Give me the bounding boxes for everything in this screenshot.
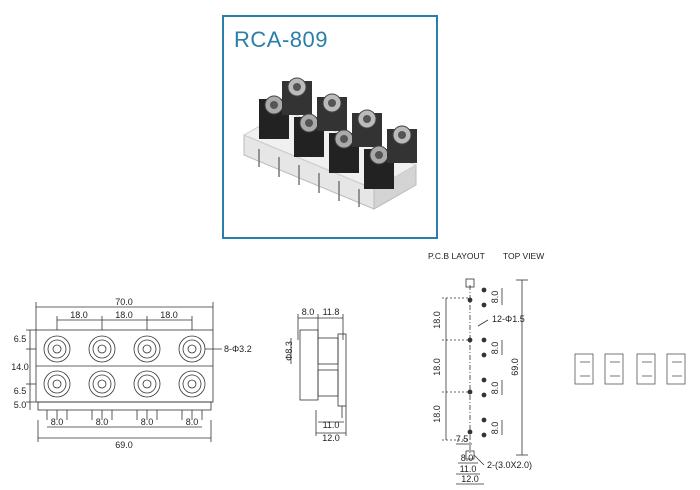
pcb-right-dim-3: 8.0 [490,382,500,395]
side-top-left: 8.0 [302,307,315,317]
front-base-width: 69.0 [115,440,133,450]
pcb-bottom-dim-1: 8.0 [461,453,474,463]
pcb-bottom-dim-2: 11.0 [460,464,477,474]
front-left-dim-2: 14.0 [11,362,29,372]
side-bottom-2: 12.0 [322,433,340,443]
front-pin-spacing-1: 8.0 [51,417,64,427]
front-view [26,302,222,442]
front-pitch-1: 18.0 [70,310,88,320]
pcb-bottom-dim-3: 12.0 [461,474,479,484]
pcb-right-dim-2: 8.0 [490,342,500,355]
front-hole-note: 8-Φ3.2 [224,344,252,354]
pcb-right-dim-4: 8.0 [490,422,500,435]
front-pitch-2: 18.0 [115,310,133,320]
model-title: RCA-809 [234,27,328,52]
schematic-symbols [574,353,686,385]
pcb-left-dim-1: 18.0 [432,311,442,329]
front-pin-spacing-4: 8.0 [186,417,199,427]
front-pin-spacing-2: 8.0 [96,417,109,427]
pcb-layout [442,278,528,485]
pcb-slot-note: 2-(3.0X2.0) [487,460,532,470]
pcb-left-dim-2: 18.0 [432,358,442,376]
front-pin-spacing-3: 8.0 [141,417,154,427]
side-view [290,314,347,436]
pcb-heading: P.C.B LAYOUT [428,251,485,261]
pcb-right-dim-1: 8.0 [490,291,500,304]
front-left-dim-4: 5.0 [14,400,27,410]
product-photo-card: RCA-809 [222,15,438,239]
front-width-total: 70.0 [115,297,133,307]
pcb-offset: 7.5 [456,434,469,444]
pcb-total-height: 69.0 [510,358,520,376]
product-photo [242,77,418,210]
side-top-right: 11.8 [323,307,340,317]
front-pitch-3: 18.0 [160,310,178,320]
front-left-dim-3: 6.5 [14,386,27,396]
front-left-dim-1: 6.5 [14,334,27,344]
pcb-left-dim-3: 18.0 [432,405,442,423]
side-bottom-1: 11.0 [323,420,340,430]
pcb-hole-note: 12-Φ1.5 [492,314,525,324]
pcb-subheading: TOP VIEW [503,251,544,261]
side-diameter: Φ8.3 [284,341,294,361]
